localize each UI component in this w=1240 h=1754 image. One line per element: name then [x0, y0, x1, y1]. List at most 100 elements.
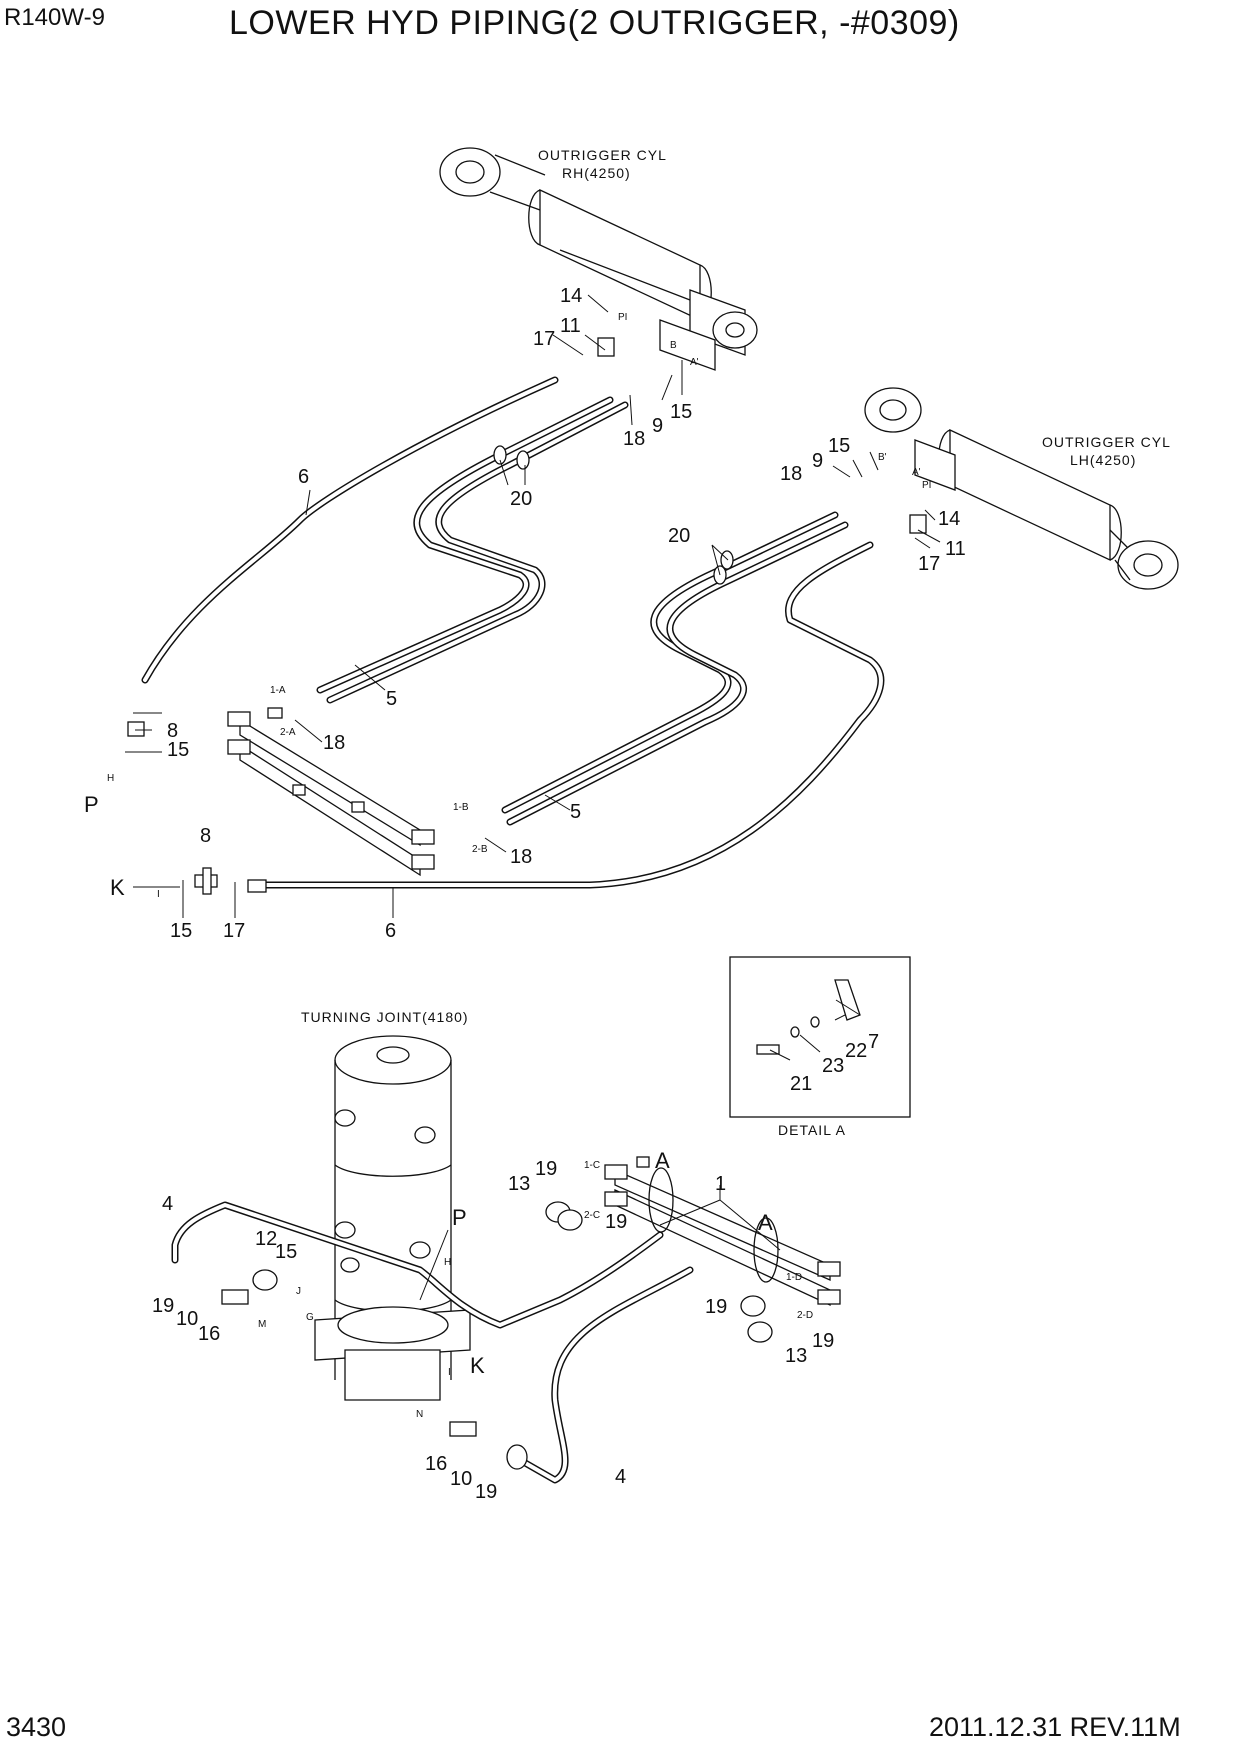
callout: 19	[605, 1211, 627, 1233]
callout: 15	[167, 739, 189, 761]
port-label: I	[448, 1367, 451, 1378]
port-label: 2-B	[472, 844, 488, 855]
callout: A	[655, 1148, 670, 1173]
callout: 4	[162, 1193, 173, 1215]
callout: A	[758, 1210, 773, 1235]
callout: 10	[450, 1468, 472, 1490]
detail-a-title: DETAIL A	[778, 1122, 846, 1138]
port-label: 1-C	[584, 1160, 600, 1171]
port-label: J	[296, 1286, 301, 1297]
callout: 15	[670, 401, 692, 423]
outrigger-lh-title: OUTRIGGER CYL	[1042, 434, 1171, 450]
port-label: A'	[690, 357, 699, 368]
lower-manifold	[604, 1156, 841, 1307]
port-label: G	[306, 1312, 314, 1323]
port-label: 2-A	[280, 727, 296, 738]
callout: 9	[652, 415, 663, 437]
turning-joint: TURNING JOINT(4180)	[301, 1009, 471, 1401]
callout: 21	[790, 1073, 812, 1095]
leader-lines	[125, 294, 941, 1301]
callout: 4	[615, 1466, 626, 1488]
port-label: 2-C	[584, 1210, 600, 1221]
page-title: LOWER HYD PIPING(2 OUTRIGGER, -#0309)	[229, 4, 960, 42]
callout: 15	[828, 435, 850, 457]
callout: 18	[510, 846, 532, 868]
callout: 11	[945, 538, 966, 560]
outrigger-cylinder-lh: OUTRIGGER CYL LH(4250)	[864, 387, 1179, 590]
callout: 16	[198, 1323, 220, 1345]
port-label: H	[444, 1257, 451, 1268]
model-label: R140W-9	[4, 4, 105, 31]
callout: 10	[176, 1308, 198, 1330]
callout: 20	[510, 488, 532, 510]
detail-a: DETAIL A	[729, 956, 911, 1138]
turning-joint-title: TURNING JOINT(4180)	[301, 1009, 469, 1025]
lower-hoses	[171, 1201, 694, 1484]
port-label: I	[157, 889, 160, 900]
fittings	[127, 337, 927, 895]
callout: 9	[812, 450, 823, 472]
upper-manifold	[227, 707, 435, 877]
outrigger-rh-code: RH(4250)	[562, 165, 631, 181]
callout: 13	[785, 1345, 807, 1367]
callout: 5	[386, 688, 397, 710]
callout: 14	[560, 285, 582, 307]
revision-date: 2011.12.31 REV.11M	[929, 1712, 1181, 1742]
callout: 8	[200, 825, 211, 847]
outrigger-cylinder-rh: OUTRIGGER CYL RH(4250)	[439, 147, 758, 371]
callout: 19	[152, 1295, 174, 1317]
callout: 17	[223, 920, 245, 942]
callout: 19	[812, 1330, 834, 1352]
callout: 14	[938, 508, 960, 530]
callout: 19	[705, 1296, 727, 1318]
port-label: 1-B	[453, 802, 469, 813]
lower-fittings	[221, 1201, 773, 1470]
port-label: M	[258, 1319, 266, 1330]
callout-numbers: 14 17 11 15 9 18 6 20 5 8 15 18 5 18 6 1…	[152, 285, 966, 1503]
upper-hoses	[141, 376, 885, 889]
callout: 6	[385, 920, 396, 942]
connection-letter: K	[470, 1353, 485, 1378]
connection-letter: K	[110, 875, 125, 900]
callout: 15	[275, 1241, 297, 1263]
callout: 17	[918, 553, 940, 575]
callout: 11	[560, 315, 581, 337]
callout: 19	[475, 1481, 497, 1503]
port-label: N	[416, 1409, 423, 1420]
callout: 19	[535, 1158, 557, 1180]
connection-letter: P	[452, 1205, 467, 1230]
callout: 12	[255, 1228, 277, 1250]
port-label: A'	[912, 467, 921, 478]
header: R140W-9 LOWER HYD PIPING(2 OUTRIGGER, -#…	[0, 0, 1240, 60]
port-label: H	[107, 773, 114, 784]
callout: 16	[425, 1453, 447, 1475]
port-label: B'	[878, 452, 887, 463]
port-label: 1-A	[270, 685, 286, 696]
callout: 8	[167, 720, 178, 742]
connection-letters: P K P K	[84, 792, 485, 1378]
callout: 6	[298, 466, 309, 488]
port-label: B	[670, 340, 677, 351]
callout: 18	[323, 732, 345, 754]
callout: 18	[623, 428, 645, 450]
outrigger-rh-title: OUTRIGGER CYL	[538, 147, 667, 163]
callout: 20	[668, 525, 690, 547]
callout: 18	[780, 463, 802, 485]
outrigger-lh-code: LH(4250)	[1070, 452, 1136, 468]
callout: 22	[845, 1040, 867, 1062]
port-label: PI	[618, 312, 627, 323]
callout: 15	[170, 920, 192, 942]
callout: 5	[570, 801, 581, 823]
port-label: 2-D	[797, 1310, 813, 1321]
callout: 13	[508, 1173, 530, 1195]
port-labels: PI B A' B' A' PI 1-A 2-A H 1-B 2-B I 1-C…	[107, 312, 931, 1420]
callout: 7	[868, 1031, 879, 1053]
callout: 17	[533, 328, 555, 350]
page-number: 3430	[6, 1712, 67, 1742]
callout: 23	[822, 1055, 844, 1077]
port-label: 1-D	[786, 1272, 802, 1283]
callout: 1	[715, 1173, 726, 1195]
connection-letter: P	[84, 792, 99, 817]
port-label: PI	[922, 480, 931, 491]
